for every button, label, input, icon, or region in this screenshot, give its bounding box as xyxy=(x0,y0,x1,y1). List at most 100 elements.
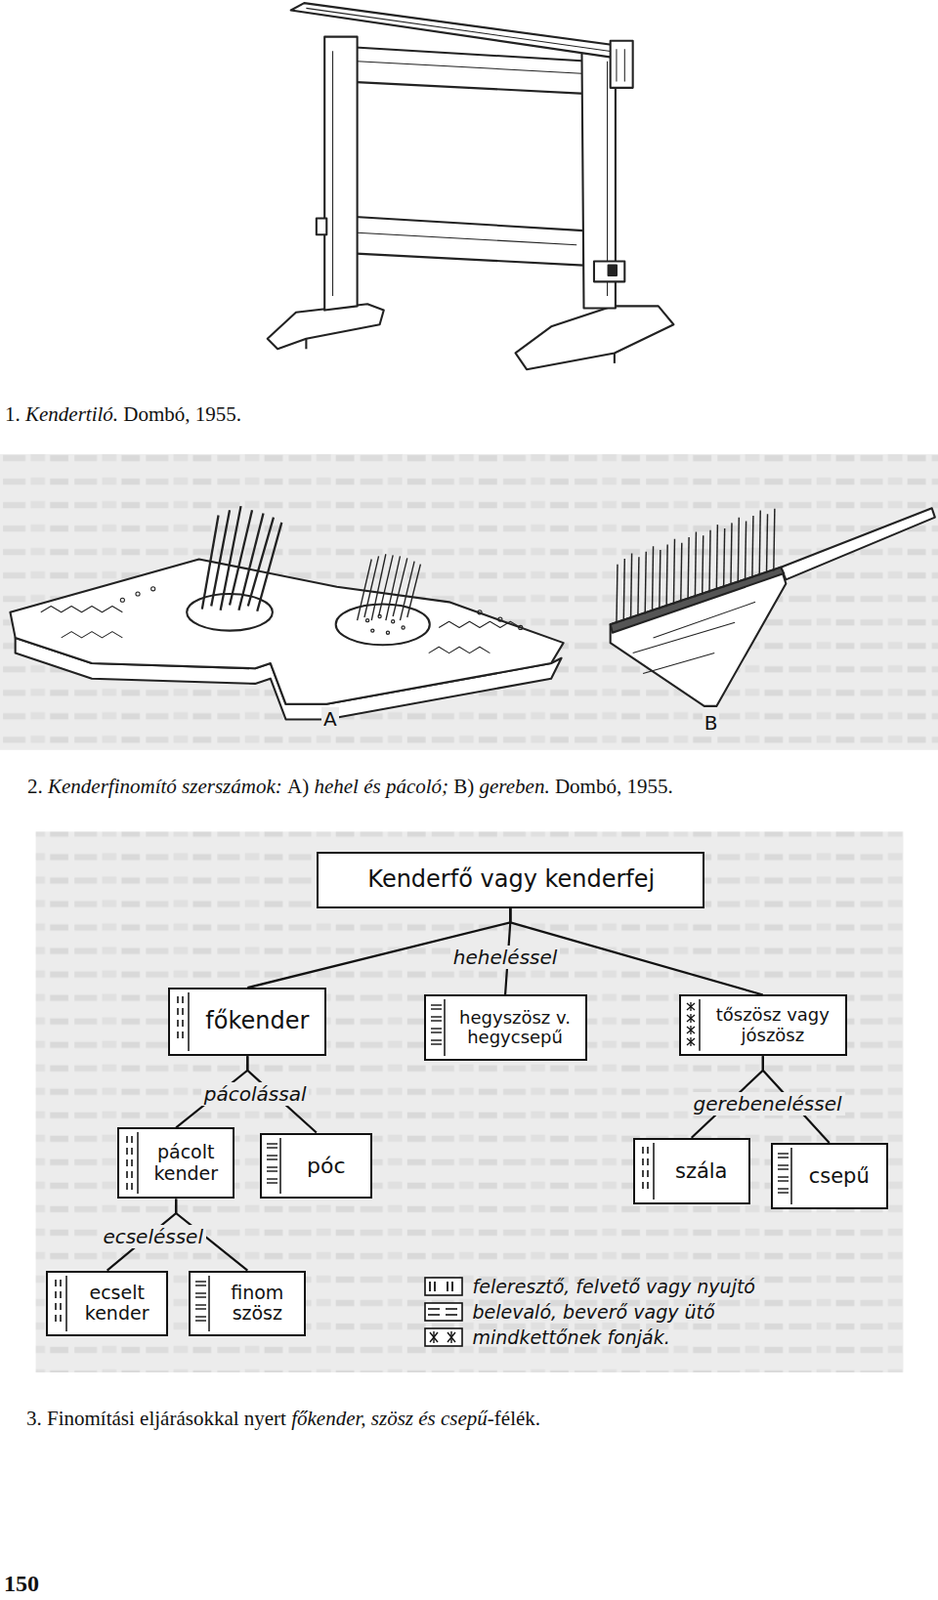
comb-pin xyxy=(759,510,761,576)
caption-text: hehel és pácoló; xyxy=(313,774,449,799)
legend-swatch xyxy=(424,1327,464,1348)
svg-part xyxy=(777,1152,789,1154)
svg-part xyxy=(266,1166,278,1168)
comb-pin xyxy=(737,517,739,584)
svg-part xyxy=(445,1308,458,1311)
comb-pin xyxy=(681,543,683,603)
edge-label: heheléssel xyxy=(450,945,561,970)
comb-pin xyxy=(616,564,618,625)
comb-pin xyxy=(702,535,704,596)
svg-part xyxy=(195,1308,207,1310)
hemp-brake-drawing xyxy=(267,2,675,370)
svg-part xyxy=(280,1138,283,1195)
strip-symbol xyxy=(172,992,191,1052)
svg-part xyxy=(641,1147,644,1154)
strip-symbol xyxy=(193,1276,212,1333)
caption-text: Dombó, 1955. xyxy=(554,774,674,799)
svg-part xyxy=(446,1281,449,1292)
svg-part xyxy=(641,1182,644,1190)
product-box: finom szösz xyxy=(188,1271,306,1338)
svg-part xyxy=(182,996,185,1004)
svg-part xyxy=(433,1281,436,1292)
comb-pin xyxy=(687,537,689,600)
product-box: csepű xyxy=(770,1143,889,1210)
caption-text: -félék. xyxy=(487,1407,541,1431)
svg-part xyxy=(430,1005,442,1007)
svg-part xyxy=(195,1296,207,1298)
svg-part xyxy=(646,1147,649,1154)
figure-letter: B xyxy=(702,711,721,735)
comb-pin xyxy=(767,513,768,574)
box-label: tőszösz vagy jószösz xyxy=(706,1005,840,1046)
svg-part xyxy=(777,1168,789,1170)
product-box: szála xyxy=(633,1138,751,1205)
svg-part xyxy=(429,1332,438,1343)
svg-part xyxy=(641,1158,644,1166)
svg-part xyxy=(209,1276,212,1333)
comb-drawing xyxy=(610,508,936,707)
svg-part xyxy=(686,1003,695,1011)
box-label: hegyszösz v. hegycsepű xyxy=(451,1008,580,1049)
edge-label: ecseléssel xyxy=(99,1225,207,1249)
strip-symbol xyxy=(50,1276,69,1333)
comb-pin xyxy=(709,530,711,594)
comb-pin xyxy=(752,515,754,579)
svg-part xyxy=(430,1044,442,1046)
svg-part xyxy=(177,1031,180,1039)
legend-row: feleresztő, felvető vagy nyujtó xyxy=(424,1276,757,1298)
comb-pin xyxy=(694,531,696,597)
caption-text: 2. xyxy=(27,774,43,799)
svg-part xyxy=(777,1176,789,1178)
comb-pin xyxy=(730,522,732,586)
hackle-board-drawing xyxy=(9,506,563,720)
svg-part xyxy=(443,999,446,1057)
comb-pin xyxy=(745,521,747,582)
svg-part xyxy=(195,1280,207,1282)
svg-part xyxy=(430,1021,442,1023)
caption-text: főkender, szösz és csepű xyxy=(291,1407,488,1431)
svg-part xyxy=(130,1171,133,1179)
svg-part xyxy=(177,1008,180,1016)
svg-part xyxy=(646,1182,649,1190)
comb-pin xyxy=(773,509,775,572)
svg-part xyxy=(777,1180,789,1182)
comb-pin xyxy=(644,552,646,615)
scan-ground xyxy=(0,454,938,751)
svg-part xyxy=(130,1183,133,1191)
comb-pin xyxy=(724,528,725,589)
strip-symbol xyxy=(122,1132,140,1194)
figure-caption: 2.Kenderfinomító szerszámok:A)hehel és p… xyxy=(27,774,674,800)
caption-text: 3. Finomítási eljárásokkal nyert xyxy=(26,1407,287,1431)
svg-part xyxy=(177,996,180,1004)
svg-part xyxy=(430,1032,442,1034)
legend-swatch xyxy=(424,1302,464,1322)
svg-part xyxy=(686,1015,695,1023)
box-label: pácolt kender xyxy=(144,1142,227,1186)
svg-part xyxy=(266,1154,278,1156)
svg-part xyxy=(195,1284,207,1286)
caption-text: Kendertiló. xyxy=(25,402,119,427)
svg-part xyxy=(126,1171,128,1179)
svg-part xyxy=(130,1136,133,1144)
svg-part xyxy=(686,1026,695,1034)
svg-part xyxy=(445,1314,458,1317)
svg-part xyxy=(54,1315,57,1322)
svg-part xyxy=(429,1332,438,1343)
svg-part xyxy=(432,1331,434,1344)
svg-part xyxy=(182,1031,185,1039)
svg-part xyxy=(686,1038,695,1046)
svg-part xyxy=(451,1281,454,1292)
svg-part xyxy=(188,992,191,1052)
svg-part xyxy=(130,1148,133,1155)
swatch-frame xyxy=(425,1303,463,1322)
svg-part xyxy=(195,1304,207,1306)
svg-part xyxy=(430,1017,442,1019)
svg-part xyxy=(646,1170,649,1178)
svg-part xyxy=(689,1014,691,1024)
caption-text: 1. xyxy=(4,402,21,427)
scan-ground xyxy=(36,831,904,1373)
svg-part xyxy=(790,1148,793,1205)
comb-pin xyxy=(659,550,661,610)
